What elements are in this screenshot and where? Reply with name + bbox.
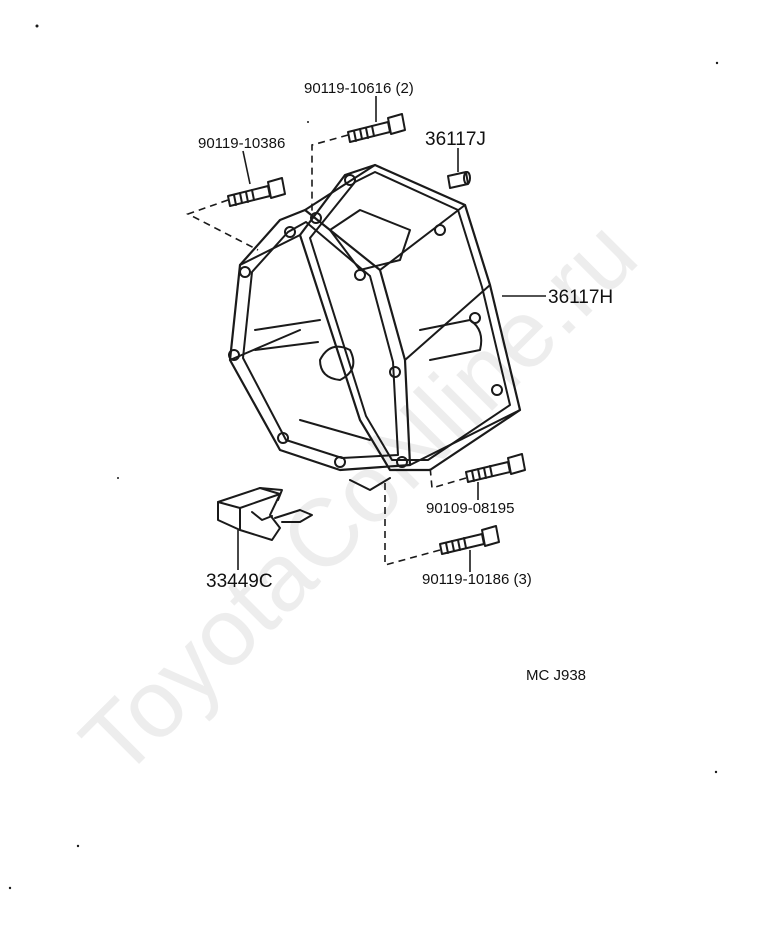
label-36117h: 36117H (548, 287, 613, 308)
scan-specks (8, 24, 719, 890)
label-90109-08195: 90109-08195 (426, 500, 514, 517)
assembly-lines (185, 134, 467, 567)
transmission-housing (228, 163, 522, 491)
label-90119-10186: 90119-10186 (3) (422, 571, 532, 588)
bolt-90119-10386 (227, 177, 286, 207)
label-90119-10616: 90119-10616 (2) (304, 80, 414, 97)
bolt-90109-08195 (465, 453, 526, 483)
label-36117j: 36117J (425, 129, 486, 150)
pin-36117j (447, 171, 471, 189)
bolt-90119-10186 (439, 525, 500, 555)
label-90119-10386: 90119-10386 (198, 135, 285, 152)
bracket-33449c (217, 487, 313, 541)
label-33449c: 33449C (206, 571, 273, 592)
bolt-90119-10616 (347, 113, 406, 143)
leader-lines (237, 96, 546, 572)
diagram-code: MC J938 (526, 667, 586, 684)
